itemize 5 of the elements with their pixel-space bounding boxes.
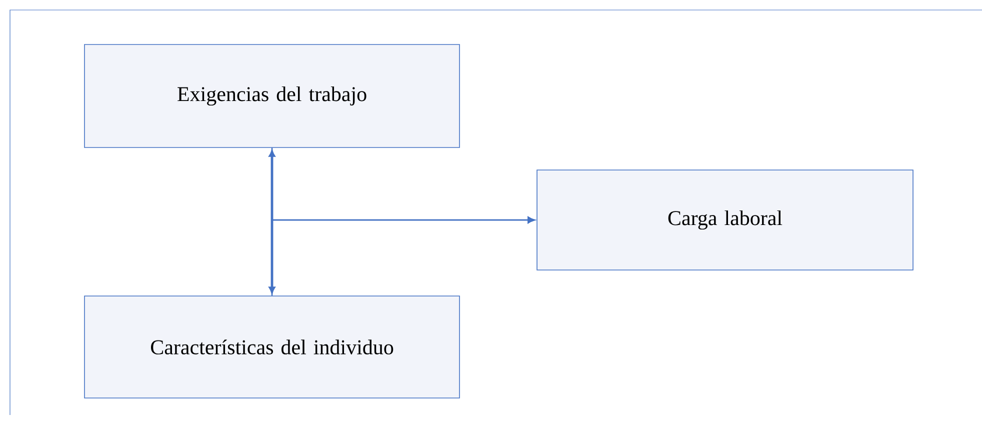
arrow xyxy=(268,150,276,294)
process-box: Características del individuo xyxy=(84,296,460,398)
arrow xyxy=(271,216,535,296)
process-box: Exigencias del trabajo xyxy=(84,44,460,148)
process-box: Carga laboral xyxy=(536,170,914,270)
